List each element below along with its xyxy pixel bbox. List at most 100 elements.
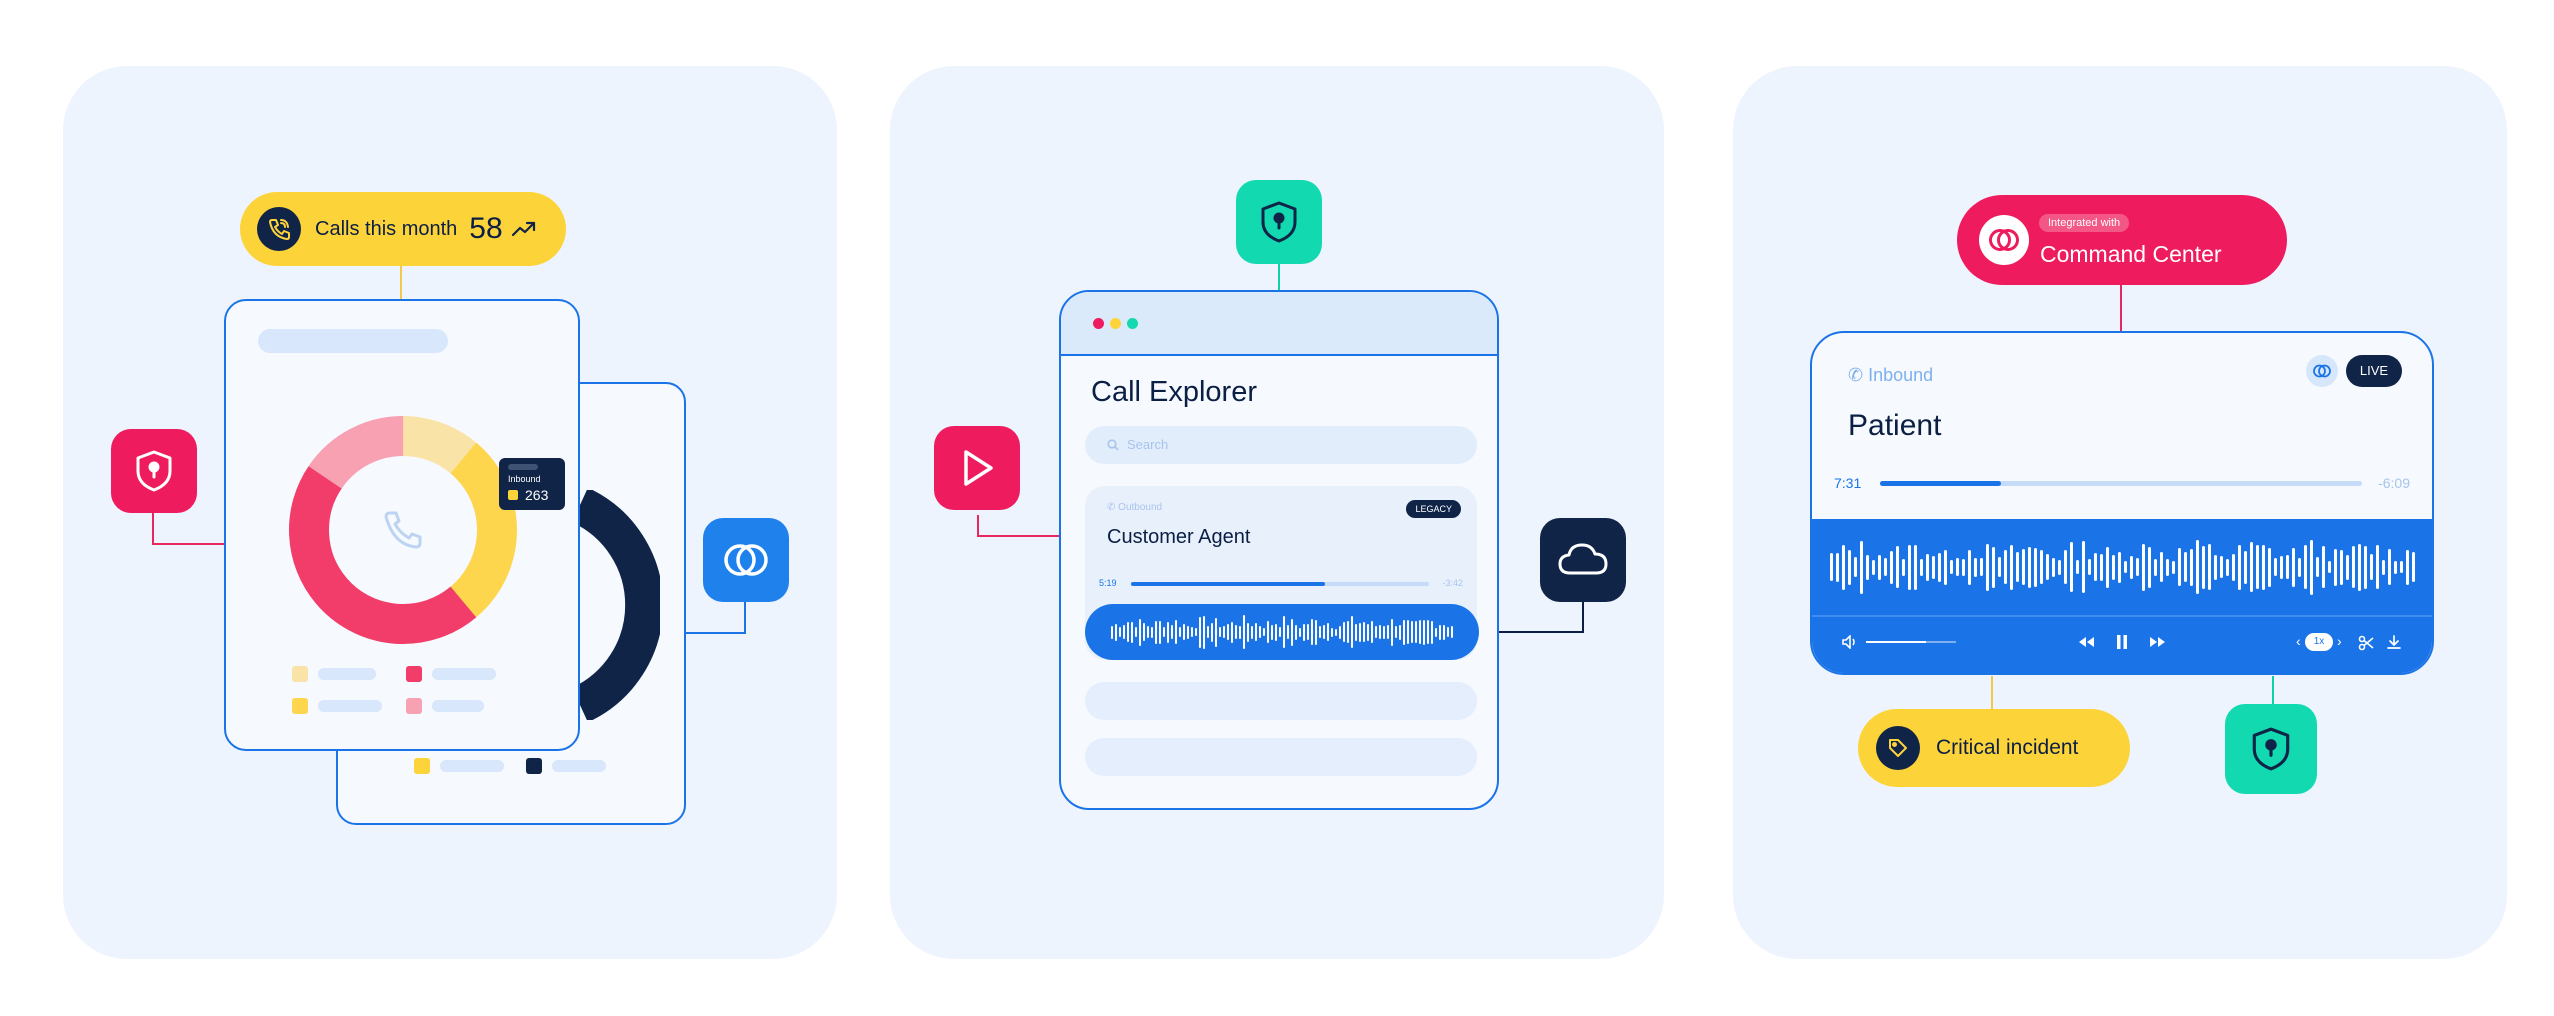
- waveform-bar: [1327, 623, 1329, 641]
- overlap-circles-icon[interactable]: [2306, 355, 2338, 387]
- waveform-bar: [1319, 626, 1321, 638]
- cloud-icon[interactable]: [1540, 518, 1626, 602]
- waveform-bar: [2202, 546, 2205, 589]
- waveform-bar: [2190, 549, 2193, 586]
- waveform-bar: [1992, 547, 1995, 588]
- list-item[interactable]: [1085, 682, 1477, 720]
- page-title: Call Explorer: [1091, 376, 1257, 408]
- trending-up-icon: [511, 221, 535, 237]
- overlap-circles-icon[interactable]: [703, 518, 789, 602]
- shield-icon[interactable]: [1236, 180, 1322, 264]
- waveform-bar: [2310, 540, 2313, 595]
- time-remaining: -3:42: [1442, 578, 1463, 588]
- waveform-bar: [1395, 626, 1397, 638]
- waveform-bar: [1355, 624, 1357, 641]
- scissors-icon[interactable]: [2358, 635, 2374, 651]
- waveform-bar: [2070, 542, 2073, 592]
- play-icon[interactable]: [934, 426, 1020, 510]
- fast-forward-icon[interactable]: [2149, 635, 2167, 649]
- speaker-icon[interactable]: [1842, 635, 1860, 649]
- waveform-bar: [2088, 559, 2091, 575]
- waveform-bar: [2064, 550, 2067, 584]
- volume-slider[interactable]: [1866, 641, 1956, 643]
- donut-segment-light-pink: [289, 416, 517, 644]
- waveform-bar: [2196, 540, 2199, 594]
- chevron-right-icon[interactable]: ›: [2337, 633, 2342, 649]
- audio-waveform[interactable]: [1085, 604, 1479, 660]
- waveform-bar: [1295, 625, 1297, 640]
- waveform-bar: [1866, 555, 1869, 580]
- tag-icon: [1876, 726, 1920, 770]
- progress-fill: [1131, 582, 1325, 586]
- legend-swatch: [414, 758, 430, 774]
- waveform-bar: [2346, 555, 2349, 580]
- waveform-bar: [1227, 624, 1229, 640]
- waveform-bar: [1115, 624, 1117, 641]
- waveform-bar: [1271, 625, 1273, 640]
- waveform-bar: [1207, 626, 1209, 638]
- waveform-bar: [1439, 625, 1441, 640]
- waveform-bar: [1203, 616, 1205, 649]
- time-elapsed: 7:31: [1834, 475, 1862, 491]
- waveform-bar: [1315, 620, 1317, 645]
- waveform-bar: [1351, 616, 1353, 648]
- waveform-bar: [1896, 546, 1899, 588]
- audio-waveform[interactable]: [1830, 519, 2416, 615]
- close-dot[interactable]: [1093, 318, 1104, 329]
- waveform-bar: [1123, 625, 1125, 639]
- waveform-bar: [1251, 626, 1253, 639]
- waveform-bar: [1938, 553, 1941, 582]
- waveform-bar: [1872, 560, 1875, 575]
- waveform-bar: [1311, 619, 1313, 645]
- waveform-bar: [1235, 625, 1237, 639]
- critical-incident-tag[interactable]: Critical incident: [1858, 709, 2130, 787]
- waveform-bar: [1842, 545, 1845, 590]
- waveform-bar: [1339, 626, 1341, 639]
- waveform-bar: [1155, 621, 1157, 644]
- progress-track[interactable]: [1880, 481, 2362, 486]
- waveform-bar: [1860, 541, 1863, 594]
- rewind-icon[interactable]: [2077, 635, 2095, 649]
- waveform-bar: [1119, 627, 1121, 637]
- waveform-bar: [1187, 626, 1189, 639]
- shield-icon[interactable]: [2225, 704, 2317, 794]
- overlap-circles-icon: [1979, 215, 2029, 265]
- waveform-bar: [1323, 625, 1325, 639]
- chevron-left-icon[interactable]: ‹: [2296, 633, 2301, 649]
- waveform-bar: [1974, 558, 1977, 577]
- waveform-bar: [2178, 548, 2181, 586]
- waveform-bar: [1407, 620, 1409, 644]
- agent-name: Customer Agent: [1107, 526, 1251, 548]
- waveform-bar: [2118, 552, 2121, 583]
- waveform-bar: [1391, 619, 1393, 646]
- call-direction: ✆ Inbound: [1848, 365, 1934, 385]
- audio-player: ‹ 1x ›: [1812, 519, 2432, 673]
- waveform-bar: [2100, 554, 2103, 581]
- waveform-bar: [1343, 622, 1345, 642]
- waveform-bar: [2058, 560, 2061, 575]
- command-center-pill[interactable]: Integrated with Command Center: [1957, 195, 2287, 285]
- waveform-bar: [2130, 556, 2133, 579]
- download-icon[interactable]: [2386, 634, 2402, 650]
- maximize-dot[interactable]: [1127, 318, 1138, 329]
- waveform-bar: [2370, 554, 2373, 580]
- waveform-bar: [1163, 627, 1165, 637]
- waveform-bar: [1131, 622, 1133, 643]
- donut-chart: [289, 416, 517, 644]
- shield-icon[interactable]: [111, 429, 197, 513]
- waveform-bar: [1275, 624, 1277, 641]
- search-input[interactable]: Search: [1085, 426, 1477, 464]
- waveform-bar: [1191, 627, 1193, 637]
- waveform-bar: [1415, 621, 1417, 643]
- list-item[interactable]: [1085, 738, 1477, 776]
- waveform-bar: [2364, 546, 2367, 589]
- minimize-dot[interactable]: [1110, 318, 1121, 329]
- waveform-bar: [1363, 622, 1365, 642]
- progress-track[interactable]: [1131, 582, 1429, 586]
- waveform-bar: [1411, 621, 1413, 643]
- speed-selector[interactable]: 1x: [2305, 633, 2333, 651]
- waveform-bar: [2010, 545, 2013, 590]
- waveform-bar: [1962, 559, 1965, 576]
- pause-icon[interactable]: [2115, 634, 2129, 650]
- calls-value: 58: [469, 212, 503, 245]
